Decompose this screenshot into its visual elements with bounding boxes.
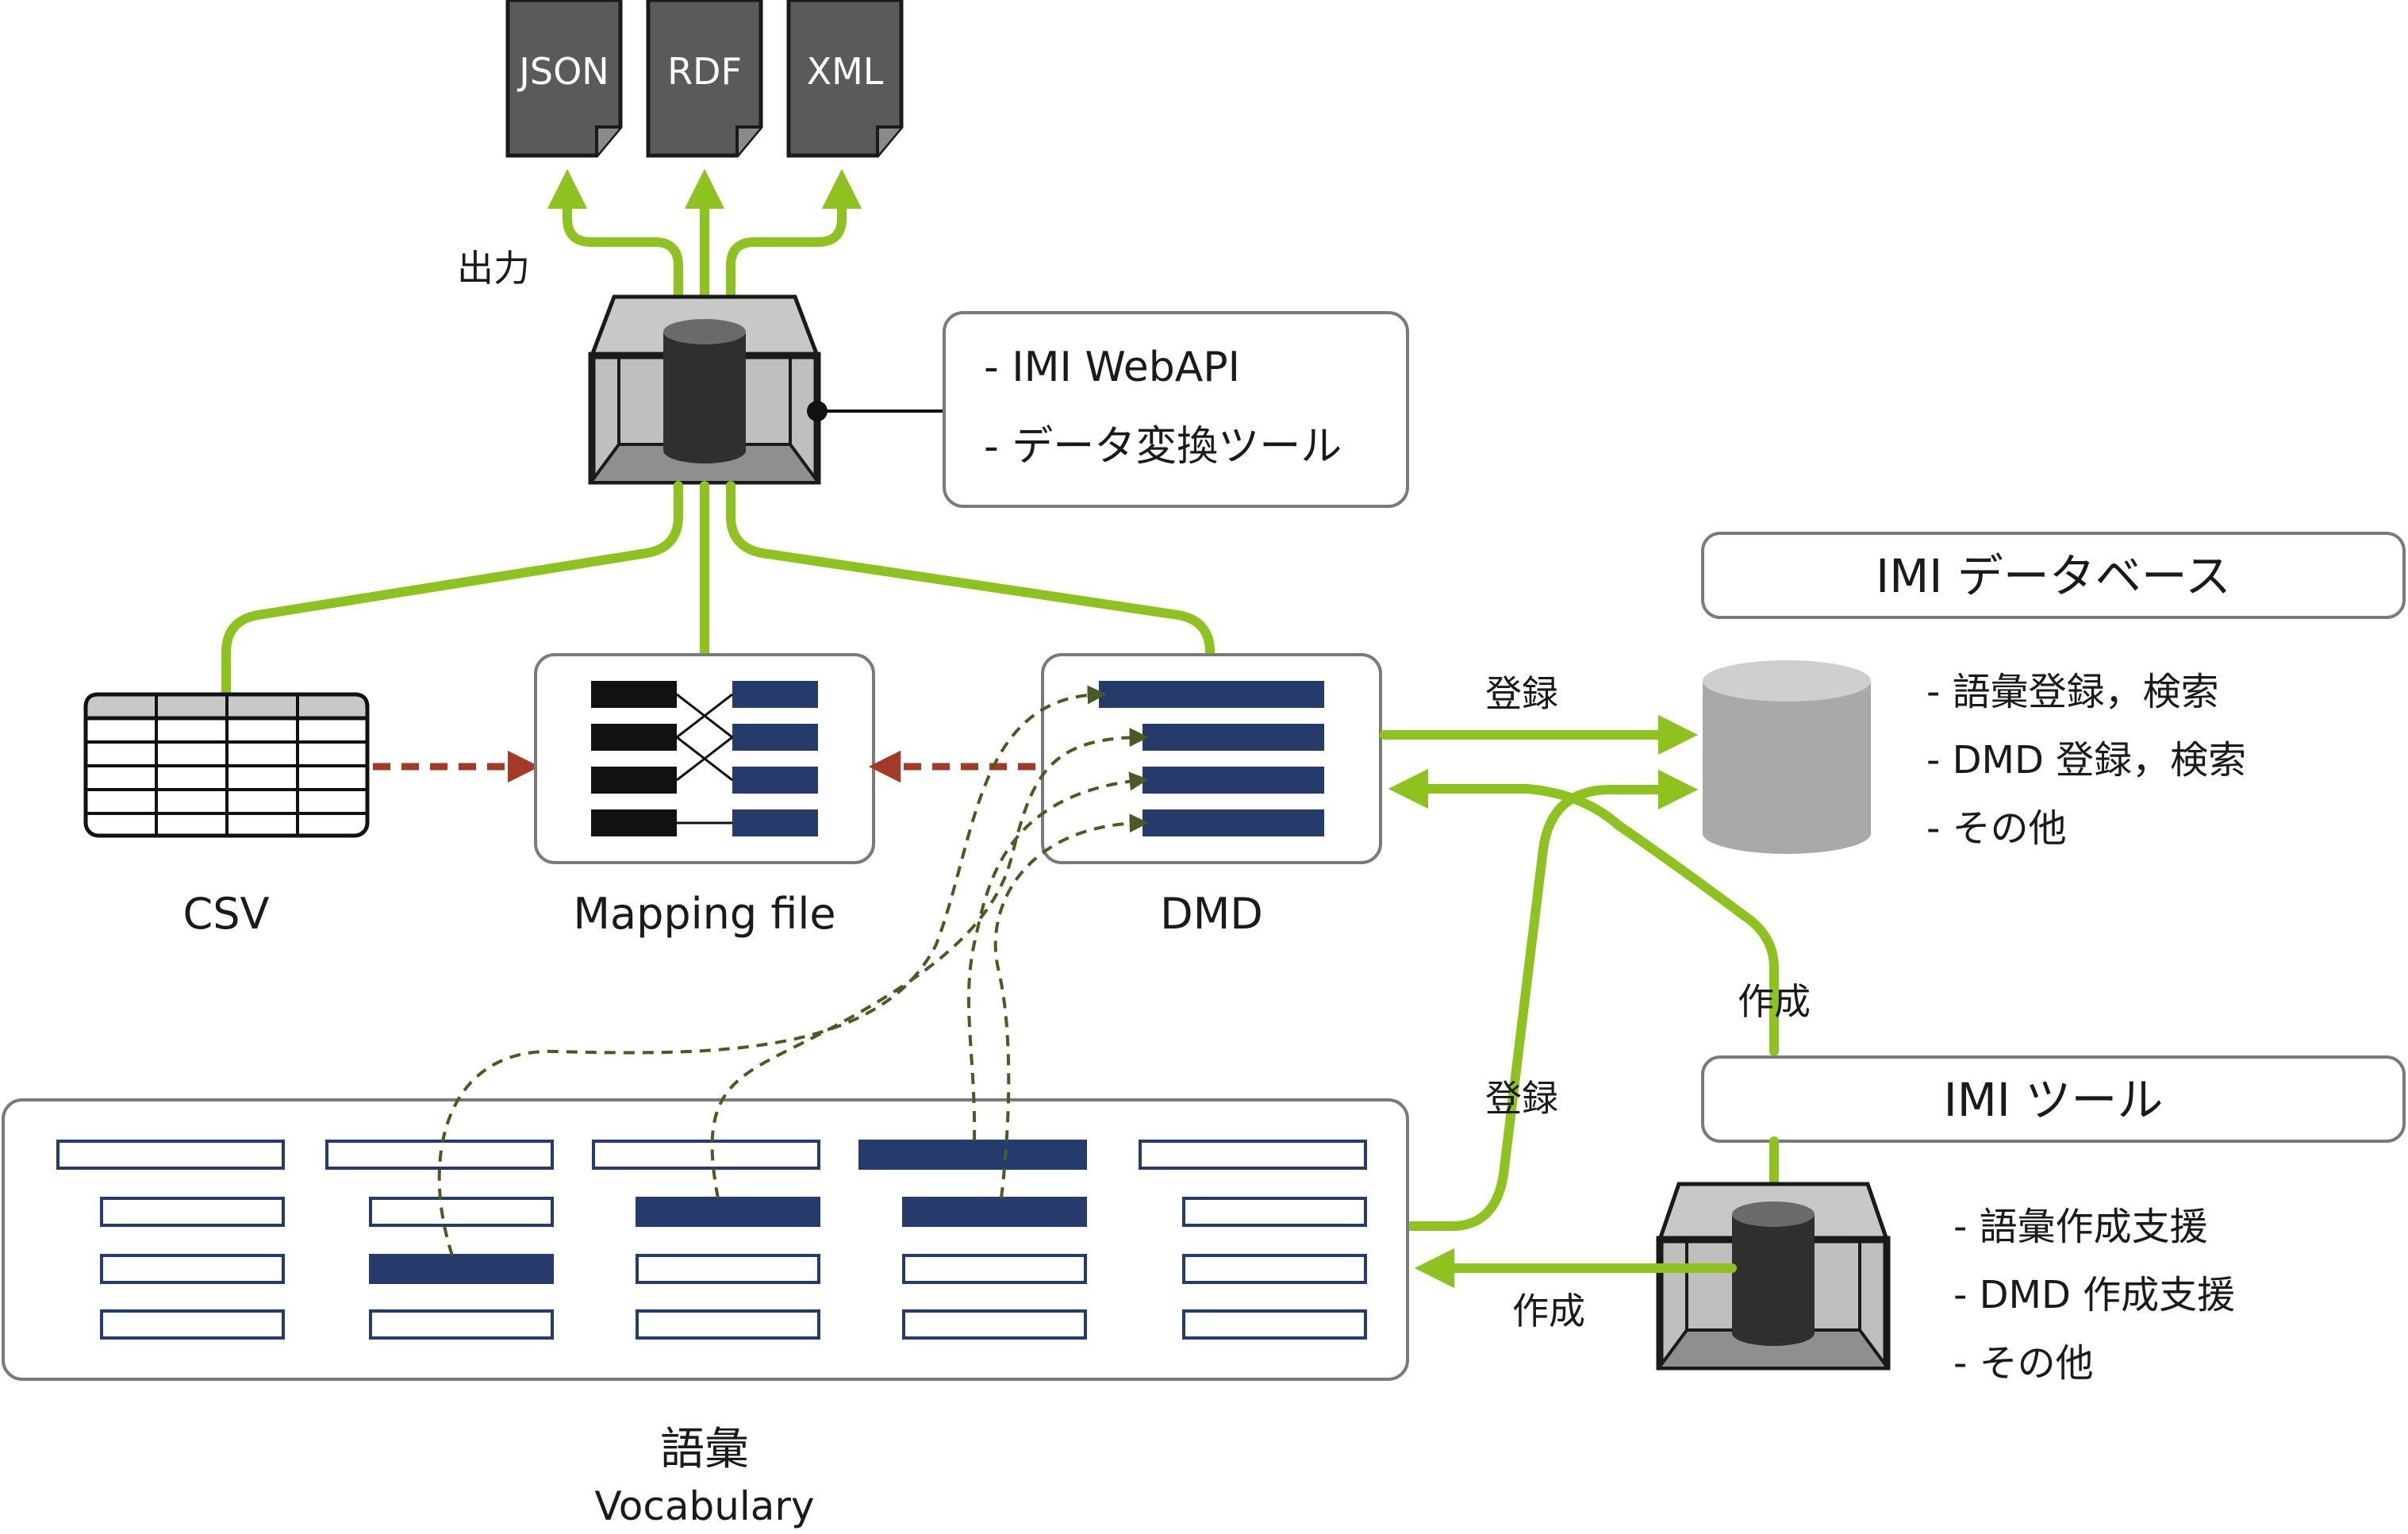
register-label-top: 登録 [1485,672,1558,715]
tool-title-box [1701,1055,2406,1143]
database-cylinder-icon [1703,660,1871,854]
vocabulary-column-1 [56,1140,285,1340]
dmd-caption: DMD [1160,889,1263,939]
link-server-csv [221,481,683,699]
csv-table-icon [83,692,370,838]
dmd-illustration [1099,681,1324,836]
database-item-1: - 語彙登録，検索 [1926,670,2219,714]
webapi-item-1: - IMI WebAPI [984,344,1240,391]
mapping-illustration [591,681,818,836]
output-label-rdf: RDF [667,50,742,93]
link-server-dmd [726,481,1215,659]
tool-item-3: - その他 [1953,1341,2094,1386]
reference-vocab-to-dmd-4 [993,813,1149,1199]
vocabulary-caption-ja: 語彙 [660,1424,749,1475]
database-item-3: - その他 [1926,806,2067,851]
output-document-json: JSON [505,0,623,158]
create-label-bottom: 作成 [1512,1290,1585,1332]
database-title: IMI データベース [1876,549,2231,603]
output-label-json: JSON [517,50,609,93]
vocabulary-column-5 [1139,1140,1367,1340]
reference-vocab-to-dmd-2 [710,728,1149,1199]
output-caption: 出力 [457,247,530,290]
reference-vocab-to-dmd-3 [967,771,1149,1142]
vocabulary-column-3 [592,1140,820,1340]
create-label-right: 作成 [1738,980,1811,1023]
csv-caption: CSV [183,889,270,939]
database-title-box [1701,532,2406,619]
tool-item-2: - DMD 作成支援 [1953,1273,2235,1317]
vocabulary-column-2 [325,1140,554,1340]
output-label-xml: XML [807,50,884,93]
tool-server-icon [1656,1182,1891,1371]
register-label-bottom: 登録 [1485,1077,1558,1120]
output-document-xml: XML [786,0,904,158]
tool-title: IMI ツール [1944,1073,2164,1127]
database-item-2: - DMD 登録，検索 [1926,738,2246,782]
webapi-server-icon [588,294,821,485]
tool-item-1: - 語彙作成支援 [1953,1205,2208,1249]
mapping-caption: Mapping file [573,889,835,939]
webapi-description-box [943,311,1409,508]
arrow-to-json [547,168,683,326]
vocabulary-caption-en: Vocabulary [594,1483,814,1529]
arrow-to-xml [726,168,862,326]
output-document-rdf: RDF [646,0,763,158]
reference-vocab-to-dmd-1 [437,685,1107,1256]
vocabulary-column-4 [858,1140,1087,1340]
arrow-vocab-to-database [1406,769,1699,1231]
webapi-item-2: - データ変換ツール [984,423,1342,471]
